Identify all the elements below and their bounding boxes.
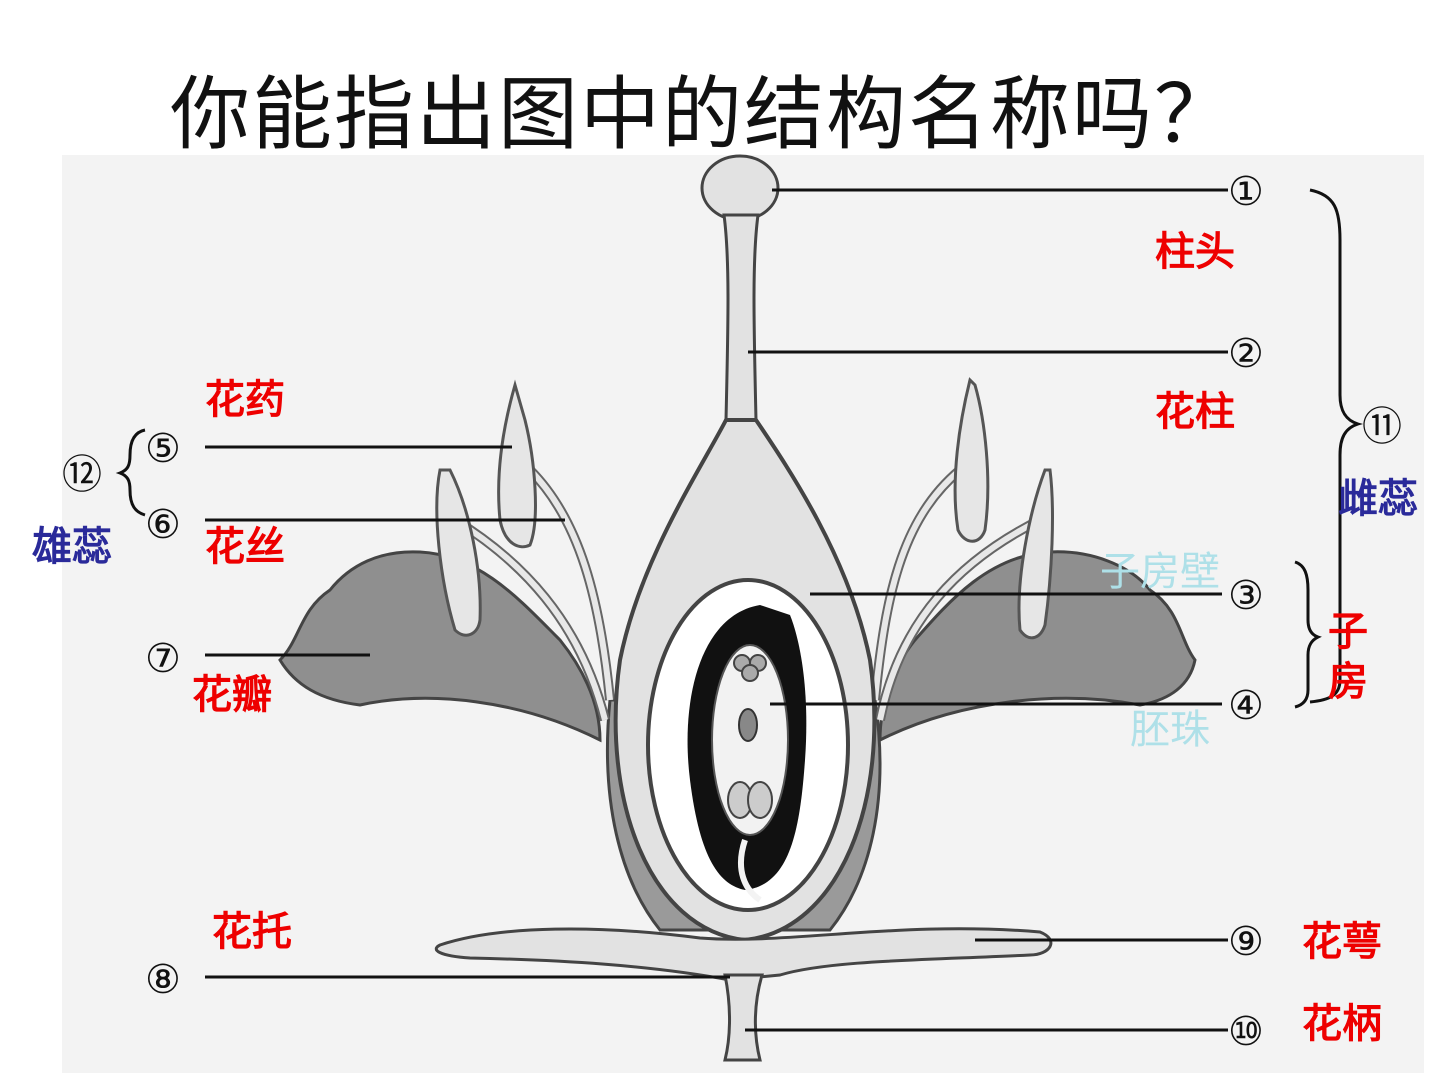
markers: ① ② ③ ④ ⑤ ⑥ ⑦ ⑧ ⑨ ⑩ ⑪ ⑫ (62, 169, 1402, 1055)
pistil-brace (1309, 188, 1364, 704)
label-sepal: 花萼 (1302, 919, 1382, 965)
marker-3: ③ (1228, 573, 1264, 619)
label-receptacle: 花托 (212, 909, 292, 955)
marker-4: ④ (1228, 683, 1264, 729)
label-ovary-wall: 子房壁 (1100, 549, 1220, 595)
pedicel (723, 973, 764, 1062)
label-filament: 花丝 (205, 524, 285, 570)
anther-right-2 (1017, 468, 1054, 640)
style (722, 213, 760, 422)
label-stigma: 柱头 (1155, 229, 1235, 275)
label-ovary-char-1: 子 (1328, 609, 1368, 655)
filament-right-inner-fill (872, 467, 962, 701)
label-petal: 花瓣 (192, 672, 272, 718)
leader-lines (115, 188, 1364, 1032)
polar-nuclei (738, 708, 758, 742)
marker-2: ② (1228, 331, 1264, 377)
right-petal (878, 550, 1197, 743)
label-stamen: 雄蕊 (32, 524, 112, 570)
marker-7: ⑦ (145, 636, 181, 682)
flower-illustration (278, 154, 1197, 1062)
stamen-brace (115, 428, 146, 517)
filament-left-inner-fill (527, 467, 613, 701)
sepals (434, 927, 1053, 982)
label-style: 花柱 (1155, 389, 1235, 435)
label-ovary-char-2: 房 (1328, 659, 1368, 705)
marker-11: ⑪ (1362, 404, 1402, 450)
micropyle (738, 839, 762, 903)
nucleus-top-3 (741, 664, 759, 682)
anther-right-1 (953, 377, 990, 543)
filament-right-outer-fill (877, 517, 1042, 721)
label-pedicel: 花柄 (1302, 1001, 1382, 1047)
filament-left-outer-inner (453, 517, 608, 721)
marker-10: ⑩ (1228, 1009, 1264, 1055)
left-petal (278, 550, 602, 743)
marker-6: ⑥ (145, 502, 181, 548)
marker-12: ⑫ (62, 452, 102, 498)
stigma (700, 154, 780, 222)
marker-5: ⑤ (145, 426, 181, 472)
marker-9: ⑨ (1228, 919, 1264, 965)
ovary-brace (1294, 560, 1322, 709)
marker-8: ⑧ (145, 957, 181, 1003)
egg-apparatus-2 (747, 781, 773, 819)
label-pistil: 雌蕊 (1338, 476, 1418, 522)
page-title: 你能指出图中的结构名称吗？ (170, 68, 1236, 161)
label-ovule: 胚珠 (1130, 707, 1210, 753)
marker-1: ① (1228, 169, 1264, 215)
structure-labels: 柱头 花柱 雌蕊 子房壁 子 房 胚珠 花药 花丝 雄蕊 花瓣 花托 花萼 花柄 (32, 229, 1418, 1047)
label-anther: 花药 (205, 377, 285, 423)
anther-left-1 (497, 379, 537, 549)
